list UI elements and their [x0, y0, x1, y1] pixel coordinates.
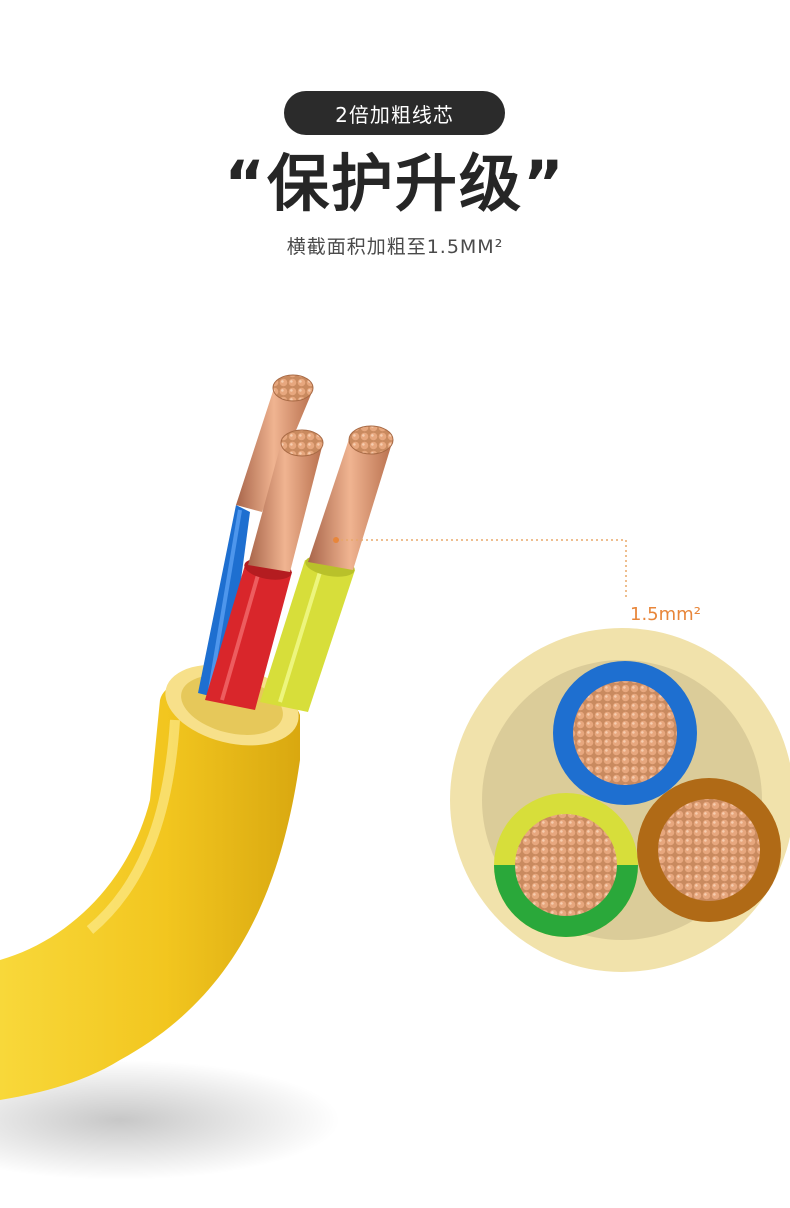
section-copper-brown [658, 799, 760, 901]
page-subheadline: 横截面积加粗至1.5MM² [286, 236, 504, 258]
feature-badge: 2倍加粗线芯 [284, 91, 505, 135]
callout-leader [336, 539, 627, 600]
wire-red [205, 565, 292, 710]
section-copper-yellow-green [515, 814, 617, 916]
page-headline: “保护升级” [224, 147, 566, 220]
wire-yellow-green [260, 560, 355, 712]
section-copper-blue [573, 681, 677, 785]
cable-jacket [0, 677, 300, 1100]
cross-section-size-label: 1.5mm² [630, 604, 701, 625]
copper-strands-2 [248, 440, 322, 572]
copper-strands-3 [308, 436, 392, 570]
feature-badge-label: 2倍加粗线芯 [335, 102, 454, 127]
copper-strands-1 [236, 385, 312, 512]
